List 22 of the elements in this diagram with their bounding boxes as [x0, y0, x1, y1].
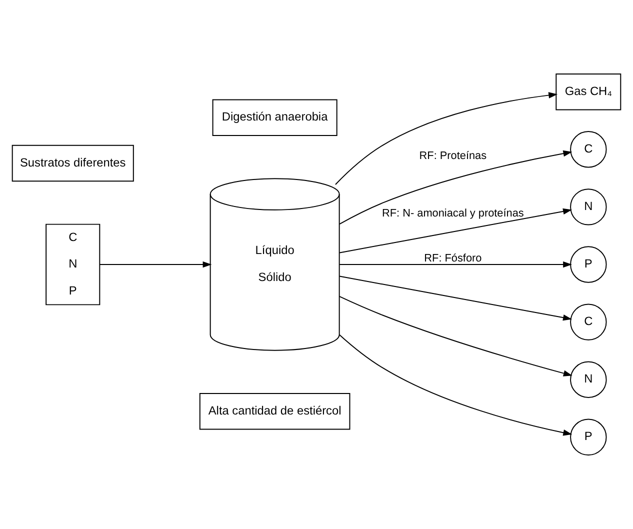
arrow — [339, 276, 572, 321]
arrow — [339, 150, 572, 225]
node-box: Sustratos diferentes — [12, 144, 134, 182]
node-box: Digestión anaerobia — [212, 99, 338, 136]
node-box: C N P — [46, 224, 100, 306]
node-circle: C — [570, 131, 607, 168]
arrow — [339, 296, 572, 376]
edge-label: RF: Proteínas — [419, 150, 487, 162]
node-circle: N — [570, 361, 607, 398]
arrow — [339, 208, 572, 254]
node-circle: P — [570, 246, 607, 283]
node-box: Alta cantidad de estiércol — [199, 393, 350, 430]
node-circle: C — [570, 304, 607, 340]
node-circle: P — [570, 418, 607, 456]
node-circle: N — [570, 188, 607, 226]
arrow — [339, 261, 572, 268]
node-box: Gas CH₄ — [556, 73, 622, 110]
arrow — [338, 334, 572, 436]
edge-label: RF: Fósforo — [424, 252, 482, 264]
arrow — [335, 92, 558, 185]
arrow — [100, 261, 212, 268]
edge-label: RF: N- amoniacal y proteínas — [382, 208, 524, 220]
